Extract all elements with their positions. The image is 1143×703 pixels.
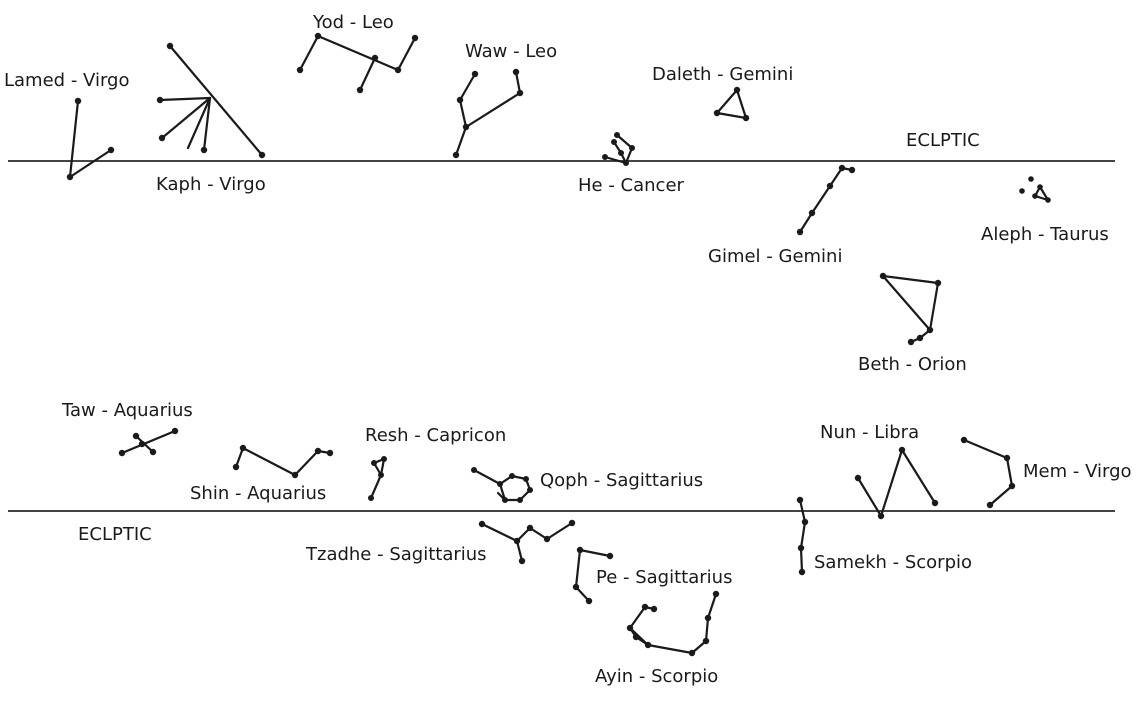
constellation-nun (854, 446, 939, 520)
constellation-shin (232, 444, 334, 479)
constellation-pe (572, 546, 614, 605)
label-yod: Yod - Leo (312, 12, 394, 33)
constellation-tzadhe (478, 519, 576, 565)
label-resh: Resh - Capricon (365, 425, 506, 446)
constellation-gimel (796, 164, 856, 236)
label-beth: Beth - Orion (858, 354, 967, 375)
constellation-ayin (626, 590, 720, 657)
label-shin: Shin - Aquarius (190, 483, 326, 504)
label-waw: Waw - Leo (465, 41, 557, 62)
label-daleth: Daleth - Gemini (652, 64, 793, 85)
constellation-he (602, 132, 635, 166)
label-ecliptic-bottom: ECLPTIC (78, 524, 152, 545)
constellation-qoph (471, 467, 533, 503)
constellation-mem (960, 436, 1016, 509)
constellation-lamed (66, 97, 115, 181)
constellation-daleth (713, 86, 750, 122)
label-he: He - Cancer (578, 175, 685, 196)
constellation-taw (118, 427, 179, 457)
constellation-waw (452, 68, 524, 159)
label-aleph: Aleph - Taurus (981, 224, 1109, 245)
label-tzadhe: Tzadhe - Sagittarius (305, 544, 487, 565)
label-kaph: Kaph - Virgo (156, 174, 266, 195)
label-gimel: Gimel - Gemini (708, 246, 842, 267)
constellation-samekh (796, 496, 809, 576)
label-samekh: Samekh - Scorpio (814, 552, 972, 573)
label-taw: Taw - Aquarius (61, 400, 193, 421)
constellation-resh (368, 456, 387, 501)
label-lamed: Lamed - Virgo (4, 70, 129, 91)
constellation-yod (296, 32, 419, 94)
label-qoph: Qoph - Sagittarius (540, 470, 703, 491)
label-pe: Pe - Sagittarius (596, 567, 732, 588)
constellation-kaph (156, 42, 266, 159)
label-ayin: Ayin - Scorpio (595, 666, 718, 687)
label-ecliptic-top: ECLPTIC (906, 130, 980, 151)
label-nun: Nun - Libra (820, 422, 919, 443)
constellation-aleph (1019, 176, 1051, 203)
constellation-beth (879, 272, 942, 346)
label-mem: Mem - Virgo (1023, 461, 1132, 482)
